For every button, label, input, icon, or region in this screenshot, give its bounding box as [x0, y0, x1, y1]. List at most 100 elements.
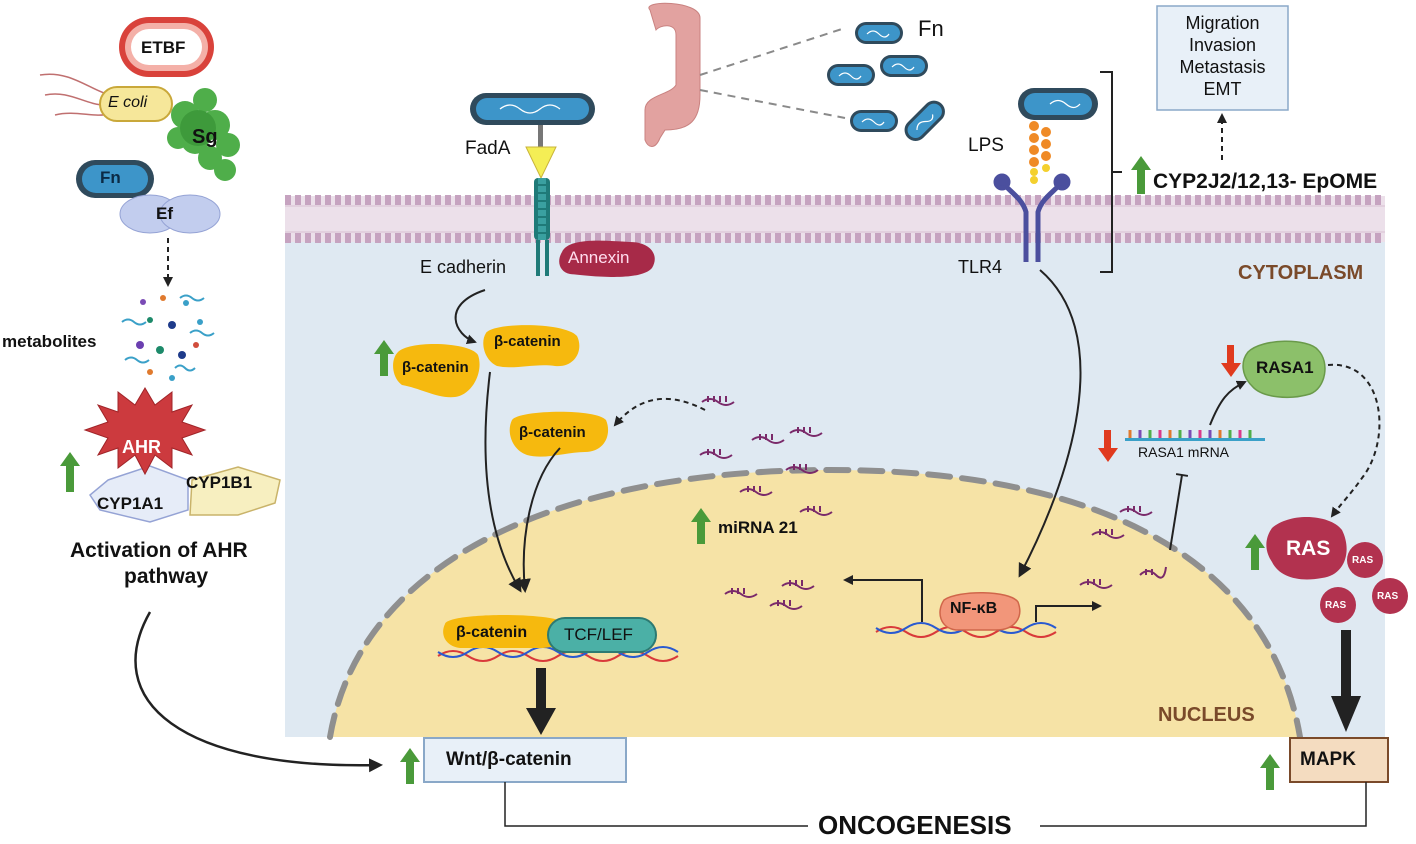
fada-bacterium — [470, 93, 595, 180]
fada-label: FadA — [465, 138, 511, 159]
ef-label: Ef — [156, 204, 173, 223]
outcome-invasion: Invasion — [1188, 35, 1257, 55]
oncogenesis-label: ONCOGENESIS — [818, 810, 1012, 840]
mapk-label: MAPK — [1300, 749, 1356, 770]
outcomes-list: Migration Invasion Metastasis EMT — [1157, 12, 1288, 100]
ecadherin-to-bcatenin-arrow — [454, 289, 486, 345]
e-cadherin-receptor — [534, 178, 550, 276]
cytoplasm-label: CYTOPLASM — [1238, 262, 1364, 284]
activation-label-line2: pathway — [124, 565, 209, 588]
up-arrow-mirna — [691, 508, 711, 544]
annexin-shape — [559, 240, 655, 277]
ras-to-mapk-arrowhead — [1331, 696, 1361, 732]
nucleus-bcatenin-label: β-catenin — [456, 624, 528, 641]
down-arrow-rasa1 — [1221, 345, 1241, 377]
bcatenin-blob-1 — [393, 344, 480, 398]
up-arrow-bcatenin — [374, 340, 394, 376]
up-arrow-wnt — [400, 748, 420, 784]
ras-small-label-3: RAS — [1377, 591, 1399, 602]
mirna-inhibits-rasa1-mrna — [1169, 473, 1189, 551]
outcome-metastasis: Metastasis — [1179, 57, 1266, 77]
nucleus-label: NUCLEUS — [1158, 704, 1255, 726]
cyp1a1-label: CYP1A1 — [97, 494, 164, 513]
colon-dashed-line-1 — [699, 27, 846, 76]
rasa1-mrna-label: RASA1 mRNA — [1138, 444, 1230, 460]
nfkb-to-mirna-arrow — [843, 575, 923, 622]
ef-bacterium — [119, 194, 221, 234]
sg-label: Sg — [192, 126, 218, 148]
fn-bacterium-left — [76, 160, 154, 198]
bcatenin-label-2: β-catenin — [494, 333, 561, 350]
mirna-strands — [699, 396, 1167, 610]
nucleus-region — [330, 470, 1300, 737]
etbf-label: ETBF — [141, 38, 186, 57]
ahr-label: AHR — [122, 437, 161, 457]
annexin-label: Annexin — [568, 248, 630, 267]
ras-main-label: RAS — [1286, 537, 1331, 560]
tcflef-to-wnt-arrowhead — [526, 708, 556, 735]
metabolites-label: metabolites — [2, 332, 97, 351]
fn-left-label: Fn — [100, 168, 121, 187]
mirna-label: miRNA 21 — [718, 518, 798, 537]
nfkb-to-strand-arrow — [1035, 601, 1102, 622]
bcatenin-label-3: β-catenin — [519, 424, 586, 441]
tcflef-box — [547, 617, 657, 653]
e-coli-bacterium — [39, 73, 173, 122]
bcatenin-label-1: β-catenin — [402, 359, 469, 376]
wnt-box — [423, 737, 627, 783]
ras-small-label-2: RAS — [1325, 600, 1347, 611]
up-arrow-ras — [1245, 534, 1265, 570]
up-arrow-ahr — [60, 452, 80, 492]
oncogenesis-connector-left — [504, 782, 808, 827]
mirna-to-rasa1-arrow — [1209, 380, 1247, 426]
colon-illustration — [644, 2, 701, 147]
down-arrow-rasa1-mrna — [1098, 430, 1118, 462]
nfkb-blob — [939, 592, 1021, 631]
nucleus-bcatenin-blob — [443, 615, 567, 648]
nfkb-label: NF-κB — [950, 600, 998, 617]
rasa1-label: RASA1 — [1256, 358, 1314, 377]
up-arrow-cyp2j2 — [1131, 156, 1151, 194]
lps-bacterium — [1018, 88, 1098, 120]
metabolites-dots — [121, 294, 215, 381]
bcatenin-blob-3 — [509, 411, 609, 457]
cyp2j2-label: CYP2J2/12,13- EpOME — [1153, 170, 1378, 193]
ras-main — [1266, 516, 1347, 580]
tcflef-label: TCF/LEF — [564, 625, 633, 644]
outcomes-box — [1156, 5, 1289, 111]
tlr4-label: TLR4 — [958, 257, 1003, 277]
lps-label: LPS — [968, 135, 1004, 156]
mirna-to-bcatenin-dashed-arrow — [613, 397, 706, 427]
fn-top-label: Fn — [918, 16, 944, 41]
up-arrow-mapk — [1260, 754, 1280, 790]
nuclear-envelope — [327, 466, 1303, 740]
outcome-emt: EMT — [1203, 79, 1242, 99]
ahr-to-wnt-arrow — [134, 611, 383, 773]
oncogenesis-connector-right — [1040, 782, 1367, 827]
tlr4-to-nfkb-arrow — [1018, 269, 1082, 578]
sg-bacteria-cluster — [167, 88, 240, 181]
rasa1-protein — [1242, 340, 1326, 399]
cyp1b1-label: CYP1B1 — [186, 473, 253, 492]
bcatenin-blob-2 — [483, 325, 580, 368]
wnt-label: Wnt/β-catenin — [446, 749, 572, 770]
ecadherin-label: E cadherin — [420, 257, 507, 277]
ras-small-label-1: RAS — [1352, 555, 1374, 566]
etbf-bacterium — [119, 17, 214, 77]
bcatenin-to-nucleus-arrow-2 — [516, 447, 561, 593]
mapk-box — [1289, 737, 1389, 783]
colon-dashed-line-2 — [699, 89, 846, 119]
tlr4-receptor — [993, 173, 1071, 262]
ecoli-label: E coli — [108, 94, 148, 111]
ras-proteins — [1266, 516, 1408, 623]
rasa1-mrna-strand — [1125, 430, 1265, 441]
cell-membrane — [285, 195, 1385, 243]
bcatenin-to-nucleus-arrow-1 — [484, 371, 522, 593]
ahr-complex — [83, 387, 281, 523]
activation-label-line1: Activation of AHR — [70, 539, 248, 562]
membrane-bracket — [1100, 71, 1122, 273]
fn-bacteria-group — [827, 22, 945, 141]
lps-molecule — [1029, 121, 1051, 184]
